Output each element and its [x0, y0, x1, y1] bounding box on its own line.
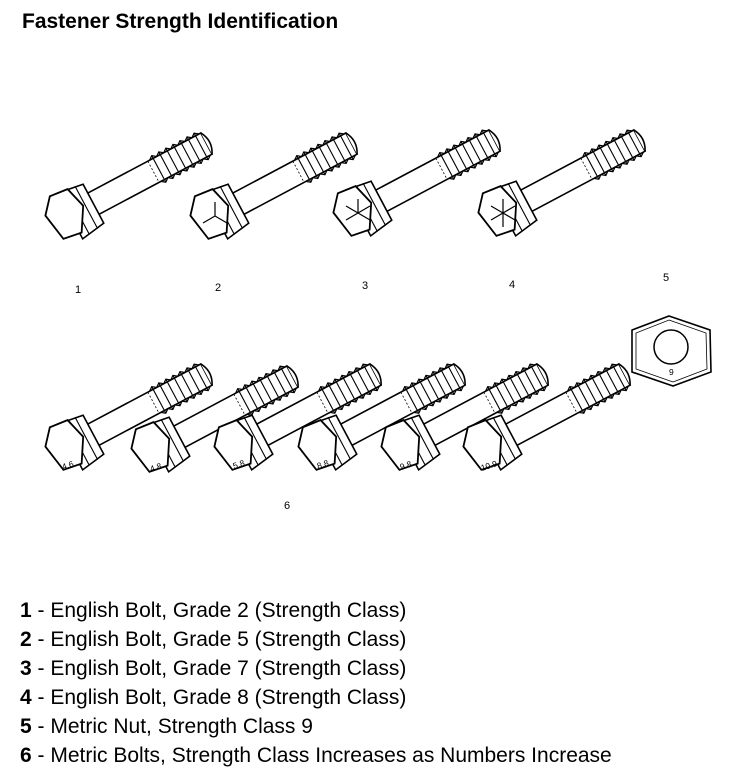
nut-strength-marking: 9: [669, 367, 674, 377]
legend-number: 1: [20, 599, 32, 622]
legend-item-4: 4 - English Bolt, Grade 8 (Strength Clas…: [20, 683, 612, 712]
legend-number: 6: [20, 744, 32, 767]
metric-bolt-5-8: 5.8: [206, 348, 392, 482]
callout-6: 6: [284, 500, 290, 512]
english-bolt-grade-2: [37, 117, 223, 251]
legend-text: - Metric Nut, Strength Class 9: [31, 715, 313, 738]
callout-5: 5: [663, 272, 669, 284]
metric-bolt-4-6: 4.6: [37, 348, 223, 482]
english-bolt-grade-8: [470, 114, 656, 248]
legend-text: - English Bolt, Grade 7 (Strength Class): [31, 657, 407, 680]
diagram-title: Fastener Strength Identification: [22, 10, 339, 33]
callout-1: 1: [75, 284, 81, 296]
legend-number: 5: [20, 715, 32, 738]
legend-text: - English Bolt, Grade 8 (Strength Class): [31, 686, 407, 709]
callout-2: 2: [215, 282, 221, 294]
legend-number: 2: [20, 628, 32, 651]
english-bolt-grade-5: [182, 117, 368, 251]
metric-marking-4-8: 4.8: [149, 461, 164, 474]
legend-item-1: 1 - English Bolt, Grade 2 (Strength Clas…: [20, 596, 612, 625]
metric-bolt-4-8: 4.8: [123, 350, 309, 484]
metric-nut-class-9: 9: [631, 315, 712, 387]
legend-item-2: 2 - English Bolt, Grade 5 (Strength Clas…: [20, 625, 612, 654]
metric-bolt-10-9: 10.9: [455, 348, 641, 482]
legend-text: - Metric Bolts, Strength Class Increases…: [31, 744, 612, 767]
legend-number: 4: [20, 686, 32, 709]
fastener-illustration: 1 2 3 4 5 9 4.6 4.8 5.8 8.8 9.8 10.9 6: [37, 114, 712, 512]
legend-item-3: 3 - English Bolt, Grade 7 (Strength Clas…: [20, 654, 612, 683]
legend-item-5: 5 - Metric Nut, Strength Class 9: [20, 712, 612, 741]
metric-bolt-8-8: 8.8: [290, 348, 476, 482]
metric-bolt-9-8: 9.8: [373, 348, 559, 482]
metric-marking-4-6: 4.6: [61, 459, 76, 472]
metric-marking-5-8: 5.8: [232, 458, 247, 471]
metric-marking-9-8: 9.8: [399, 459, 414, 472]
metric-marking-10-9: 10.9: [480, 458, 499, 473]
english-bolt-grade-7: [325, 114, 511, 248]
legend-number: 3: [20, 657, 32, 680]
legend-text: - English Bolt, Grade 2 (Strength Class): [31, 599, 407, 622]
legend-text: - English Bolt, Grade 5 (Strength Class): [31, 628, 407, 651]
metric-marking-8-8: 8.8: [316, 458, 331, 471]
callout-4: 4: [509, 279, 515, 291]
callout-3: 3: [362, 280, 368, 292]
legend: 1 - English Bolt, Grade 2 (Strength Clas…: [20, 596, 612, 770]
legend-item-6: 6 - Metric Bolts, Strength Class Increas…: [20, 741, 612, 770]
